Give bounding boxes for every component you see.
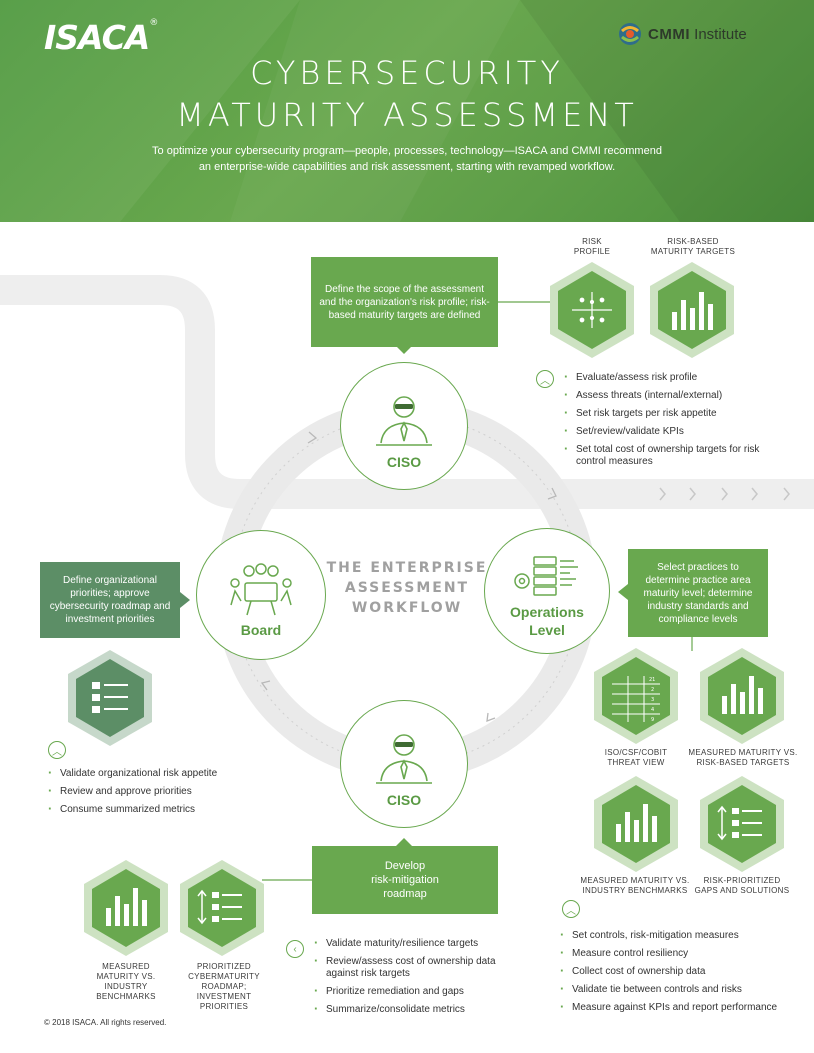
- cmmi-globe-icon: [619, 23, 641, 45]
- board-bullets: Validate organizational risk appetite Re…: [48, 767, 248, 822]
- board-meeting-icon: [230, 563, 292, 616]
- list-item: Measure against KPIs and report performa…: [560, 1001, 800, 1014]
- cmmi-logo: CMMI Institute: [618, 22, 747, 46]
- priorities-list-hex: [68, 650, 152, 746]
- list-item: Validate organizational risk appetite: [48, 767, 248, 780]
- iso-threat-view-hex: 21 2 3 4 9: [594, 648, 678, 744]
- list-item: Prioritize remediation and gaps: [314, 985, 498, 998]
- callout-pointer: [180, 592, 190, 608]
- operations-servers-icon: [514, 556, 578, 596]
- list-item: Validate maturity/resilience targets: [314, 937, 498, 950]
- ciso-bottom-bullets: Validate maturity/resilience targets Rev…: [314, 937, 498, 1022]
- collapse-top-button[interactable]: ︿: [536, 370, 554, 388]
- list-item: Collect cost of ownership data: [560, 965, 800, 978]
- bar-chart-icon: [616, 804, 657, 842]
- callout-pointer: [396, 346, 412, 354]
- bottom-measured-industry-hex: [84, 860, 168, 956]
- grid-number: 3: [651, 697, 654, 703]
- list-item: Review/assess cost of ownership data aga…: [314, 955, 498, 980]
- list-item: Set/review/validate KPIs: [564, 425, 774, 438]
- collapse-board-button[interactable]: ︿: [48, 741, 66, 759]
- bottom-roadmap-hex: [180, 860, 264, 956]
- isaca-logo: ISACA®: [44, 18, 158, 57]
- list-item: Measure control resiliency: [560, 947, 800, 960]
- grid-number: 9: [651, 717, 654, 723]
- hex-label-measured-targets: MEASURED MATURITY VS.RISK-BASED TARGETS: [688, 748, 798, 767]
- list-item: Set risk targets per risk appetite: [564, 407, 774, 420]
- list-item: Evaluate/assess risk profile: [564, 371, 774, 384]
- checklist-icon: [92, 682, 128, 713]
- callout-pointer: [618, 584, 628, 600]
- callout-define-priorities: Define organizational priorities; approv…: [40, 562, 180, 638]
- connector-line: [262, 879, 312, 881]
- board-node[interactable]: Board: [196, 530, 326, 660]
- ciso-top-bullets: Evaluate/assess risk profile Assess thre…: [564, 371, 774, 474]
- list-item: Summarize/consolidate metrics: [314, 1003, 498, 1016]
- prioritized-list-icon: [197, 889, 242, 925]
- header-banner: ISACA® CMMI Institute CYBERSECURITY MATU…: [0, 0, 814, 222]
- ciso-top-label: CISO: [386, 454, 422, 470]
- callout-define-scope: Define the scope of the assessment and t…: [311, 257, 498, 347]
- collapse-ciso-bottom-button[interactable]: ‹: [286, 940, 304, 958]
- collapse-operations-button[interactable]: ︿: [562, 900, 580, 918]
- copyright: © 2018 ISACA. All rights reserved.: [44, 1018, 167, 1027]
- list-item: Set controls, risk-mitigation measures: [560, 929, 800, 942]
- ciso-bottom-node[interactable]: CISO: [340, 700, 468, 828]
- risk-profile-hex: [550, 262, 634, 358]
- ciso-person-icon: [376, 396, 432, 446]
- target-scope-icon: [572, 292, 612, 328]
- ciso-bottom-label: CISO: [386, 792, 422, 808]
- prioritized-list-icon: [717, 805, 762, 841]
- operations-bullets: Set controls, risk-mitigation measures M…: [560, 929, 800, 1020]
- measured-vs-targets-hex: [700, 648, 784, 744]
- bar-chart-icon: [672, 292, 713, 330]
- connector-line: [691, 637, 693, 651]
- hex-label-measured-industry: MEASURED MATURITY VS.INDUSTRY BENCHMARKS: [580, 876, 690, 895]
- board-label: Board: [240, 622, 282, 638]
- connector-line: [498, 301, 558, 303]
- workflow-center-title: THE ENTERPRISE ASSESSMENT WORKFLOW: [326, 560, 488, 616]
- gaps-solutions-hex: [700, 776, 784, 872]
- bar-chart-icon: [722, 676, 763, 714]
- grid-number: 2: [651, 687, 654, 693]
- grid-table-icon: [612, 676, 660, 722]
- page-title-line1: CYBERSECURITY: [250, 54, 564, 92]
- risk-based-targets-hex: [650, 262, 734, 358]
- callout-select-practices: Select practices to determine practice a…: [628, 549, 768, 637]
- page-subtitle: To optimize your cybersecurity program—p…: [152, 145, 662, 173]
- callout-develop-roadmap: Develop risk-mitigation roadmap: [312, 846, 498, 914]
- ciso-person-icon: [376, 734, 432, 784]
- bar-chart-icon: [106, 888, 147, 926]
- page-title-line2: MATURITY ASSESSMENT: [176, 96, 638, 134]
- list-item: Validate tie between controls and risks: [560, 983, 800, 996]
- list-item: Consume summarized metrics: [48, 803, 248, 816]
- ciso-top-node[interactable]: CISO: [340, 362, 468, 490]
- callout-pointer: [396, 838, 412, 846]
- measured-vs-industry-hex: [594, 776, 678, 872]
- grid-number: 21: [649, 677, 655, 683]
- grid-number: 4: [651, 707, 654, 713]
- header-pattern: [0, 0, 814, 222]
- list-item: Set total cost of ownership targets for …: [564, 443, 774, 468]
- list-item: Assess threats (internal/external): [564, 389, 774, 402]
- list-item: Review and approve priorities: [48, 785, 248, 798]
